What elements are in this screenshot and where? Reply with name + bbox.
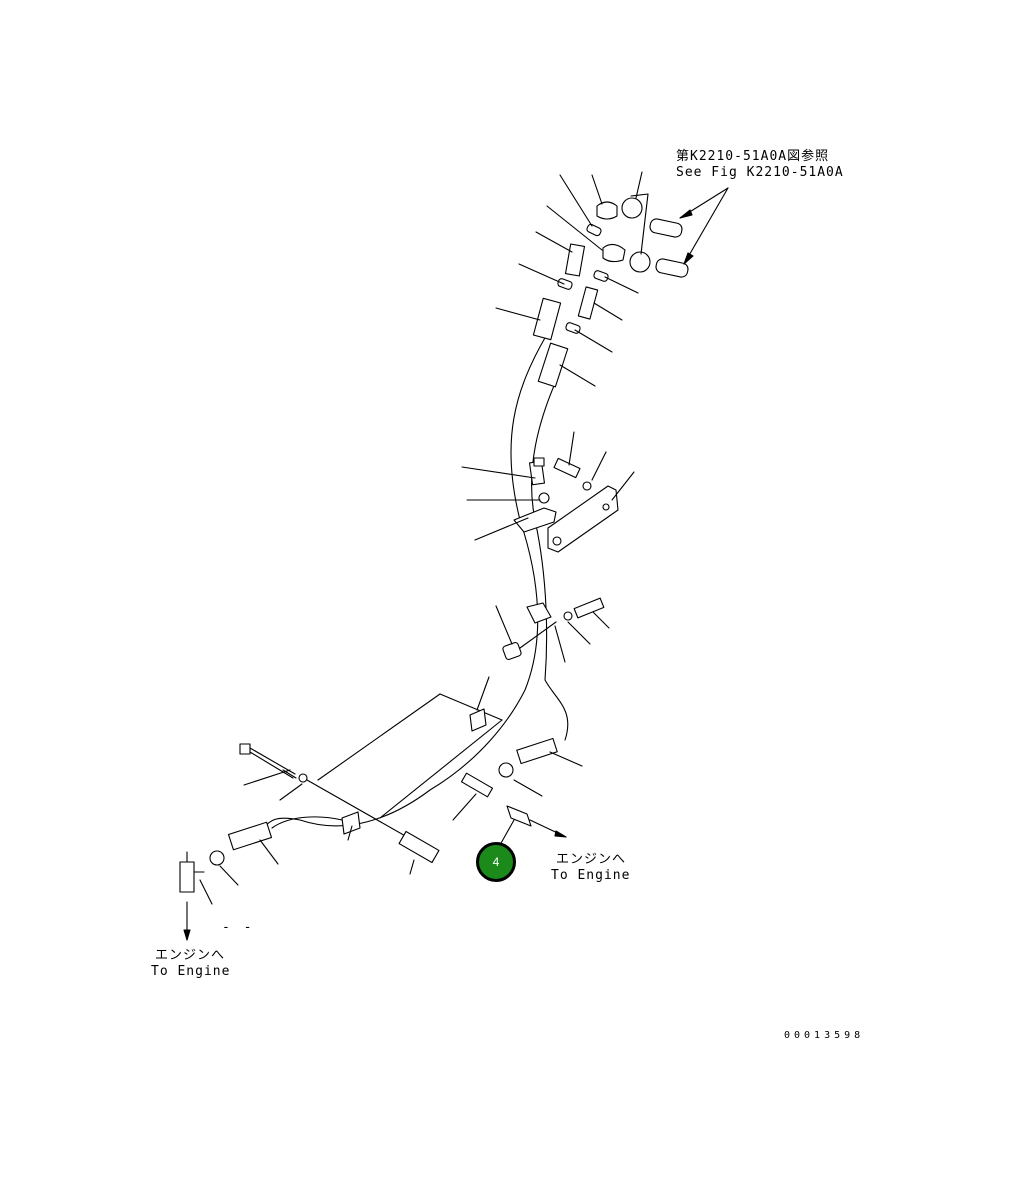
mid-clamp-group: [461, 431, 635, 553]
to-engine-left-en: To Engine: [151, 964, 231, 979]
mounting-plate: [317, 676, 503, 841]
long-bolt: [239, 743, 431, 851]
lower-tube: [271, 816, 343, 829]
upper-fittings: [532, 193, 689, 388]
to-engine-left-jp: エンジンへ: [155, 948, 226, 963]
lower-left-parts: [179, 821, 279, 941]
hose-lines: [259, 335, 569, 833]
minus-mark: - -: [222, 920, 255, 935]
lower-right-parts: [398, 737, 583, 875]
lower-clamp-group: [495, 597, 610, 663]
leader-lines-upper: [495, 171, 643, 387]
to-engine-right-en: To Engine: [551, 868, 631, 883]
document-id: 00013598: [784, 1030, 865, 1041]
to-engine-right-jp: エンジンへ: [556, 852, 627, 867]
reference-label-en: See Fig K2210-51A0A: [676, 165, 844, 180]
reference-label-jp: 第K2210-51A0A図参照: [676, 149, 830, 164]
callout-badge[interactable]: 4: [476, 842, 516, 882]
reference-arrows: [679, 187, 729, 265]
